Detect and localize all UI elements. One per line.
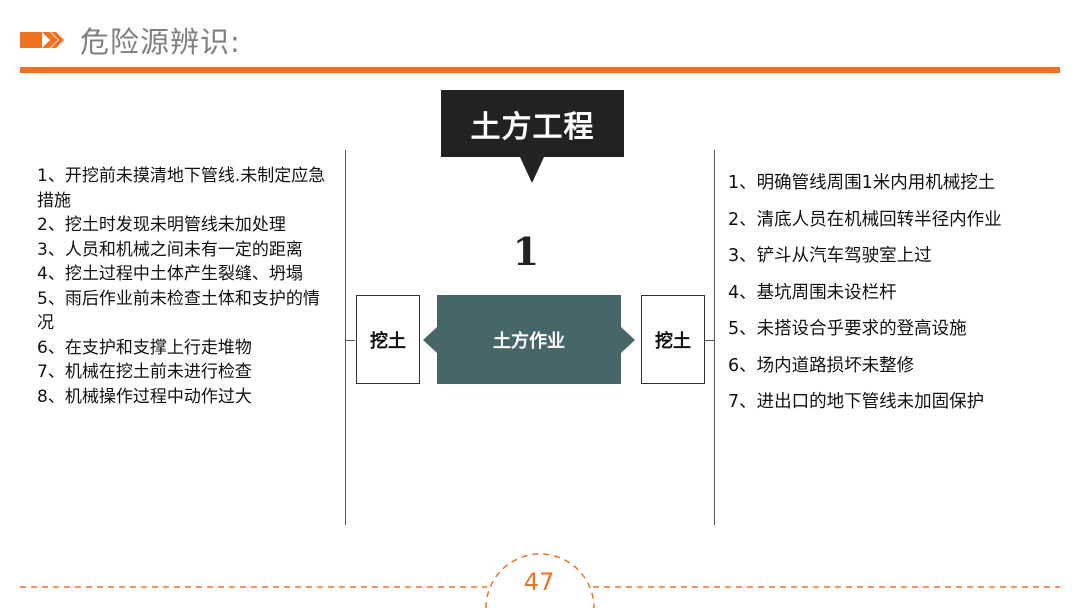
list-item: 2、清底人员在机械回转半径内作业 bbox=[728, 209, 1002, 230]
list-item: 7、进出口的地下管线未加固保护 bbox=[728, 392, 985, 412]
list-item: 4、基坑周围未设栏杆 bbox=[728, 282, 897, 303]
left-process-box: 挖土 bbox=[356, 295, 420, 384]
arrow-left-icon bbox=[423, 327, 437, 353]
list-item: 5、未搭设合乎要求的登高设施 bbox=[728, 319, 967, 339]
callout-pointer-icon bbox=[520, 157, 544, 183]
list-item: 6、在支护和支撑上行走堆物 bbox=[37, 337, 252, 358]
step-number: 1 bbox=[512, 229, 540, 274]
list-item: 1、明确管线周围1米内用机械挖土 bbox=[728, 173, 996, 193]
header-divider bbox=[20, 67, 1060, 73]
hazard-list: 1、开挖前未摸清地下管线.未制定应急措施 2、挖土时发现未明管线未加处理 3、人… bbox=[37, 164, 327, 409]
list-item: 4、挖土过程中土体产生裂缝、坍塌 bbox=[37, 264, 303, 284]
control-list: 1、明确管线周围1米内用机械挖土 2、清底人员在机械回转半径内作业 3、铲斗从汽… bbox=[728, 165, 1068, 421]
right-connector bbox=[705, 340, 715, 341]
section-title-callout: 土方工程 bbox=[441, 90, 624, 157]
list-item: 7、机械在挖土前未进行检查 bbox=[37, 362, 252, 382]
list-item: 1、开挖前未摸清地下管线.未制定应急措施 bbox=[37, 166, 326, 211]
right-process-box: 挖土 bbox=[641, 295, 705, 384]
left-divider bbox=[345, 150, 346, 525]
list-item: 3、人员和机械之间未有一定的距离 bbox=[37, 239, 303, 260]
center-process-box: 土方作业 bbox=[437, 295, 621, 384]
list-item: 8、机械操作过程中动作过大 bbox=[37, 386, 252, 407]
arrow-right-icon bbox=[20, 32, 64, 48]
page-number: 47 bbox=[523, 568, 555, 596]
page-title: 危险源辨识: bbox=[80, 25, 241, 59]
list-item: 2、挖土时发现未明管线未加处理 bbox=[37, 215, 286, 235]
left-connector bbox=[345, 340, 355, 341]
arrow-right-icon bbox=[621, 327, 635, 353]
footer-decoration bbox=[20, 553, 1060, 608]
list-item: 6、场内道路损坏未整修 bbox=[728, 355, 915, 376]
list-item: 5、雨后作业前未检查土体和支护的情况 bbox=[37, 288, 320, 334]
right-divider bbox=[714, 150, 715, 525]
list-item: 3、铲斗从汽车驾驶室上过 bbox=[728, 246, 932, 266]
